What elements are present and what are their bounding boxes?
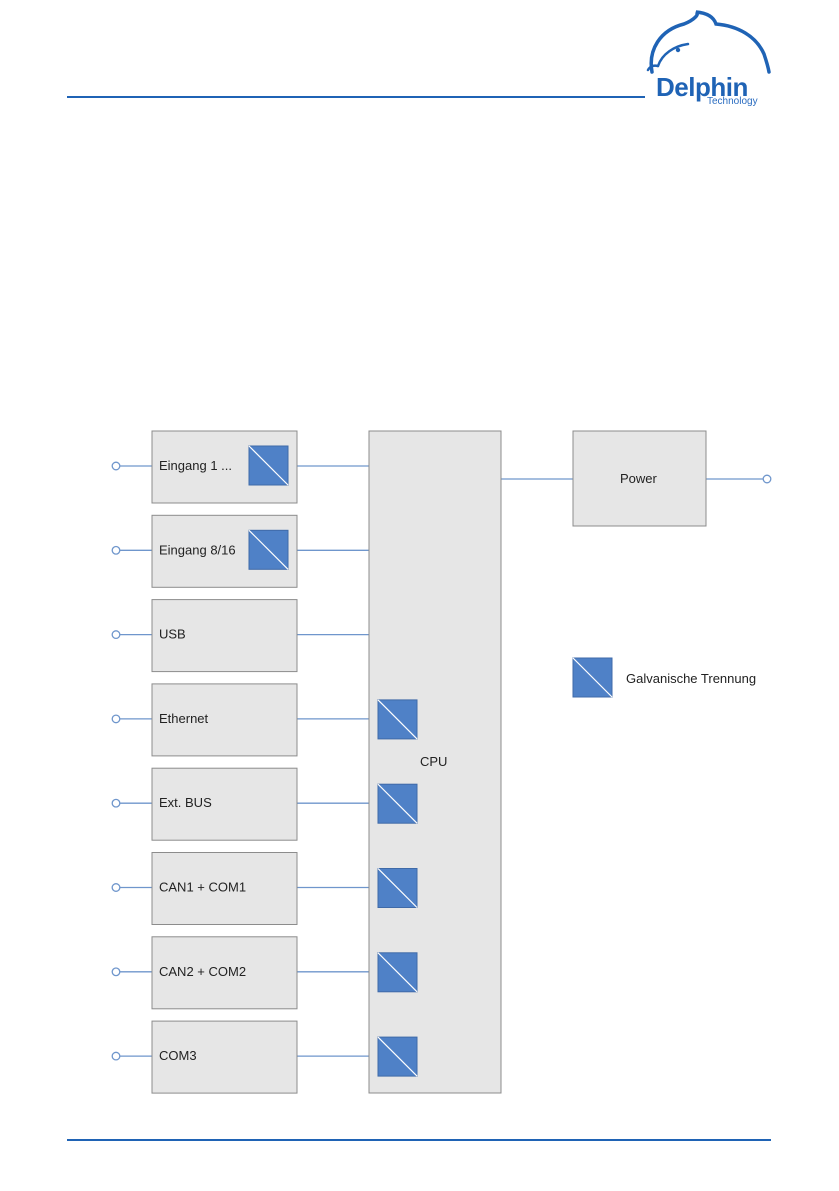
input-terminal <box>112 631 120 639</box>
module-isolation-icon <box>249 530 288 569</box>
input-terminal <box>112 968 120 976</box>
legend: Galvanische Trennung <box>573 658 756 697</box>
module-isolation-icon <box>249 446 288 485</box>
input-terminal <box>112 884 120 892</box>
input-terminal <box>112 1052 120 1060</box>
cpu-label: CPU <box>420 754 447 769</box>
footer-rule <box>67 1139 771 1141</box>
input-label: Eingang 1 ... <box>159 458 232 473</box>
input-label: Eingang 8/16 <box>159 542 236 557</box>
power-terminal <box>763 475 771 483</box>
input-terminal <box>112 799 120 807</box>
input-label: CAN2 + COM2 <box>159 964 246 979</box>
input-terminal <box>112 547 120 555</box>
input-terminal <box>112 715 120 723</box>
input-label: Ethernet <box>159 711 209 726</box>
input-label: COM3 <box>159 1048 197 1063</box>
input-label: USB <box>159 627 186 642</box>
power-label: Power <box>620 471 658 486</box>
input-label: CAN1 + COM1 <box>159 880 246 895</box>
cpu-isolation-icon <box>378 953 417 992</box>
input-terminal <box>112 462 120 470</box>
cpu-isolation-icon <box>378 700 417 739</box>
diagram-blocks: CPU Power <box>369 431 706 1093</box>
input-label: Ext. BUS <box>159 795 212 810</box>
cpu-isolation-icon <box>378 1037 417 1076</box>
cpu-isolation-icon <box>378 869 417 908</box>
cpu-isolation-icon <box>378 784 417 823</box>
legend-label: Galvanische Trennung <box>626 671 756 686</box>
legend-isolation-icon <box>573 658 612 697</box>
